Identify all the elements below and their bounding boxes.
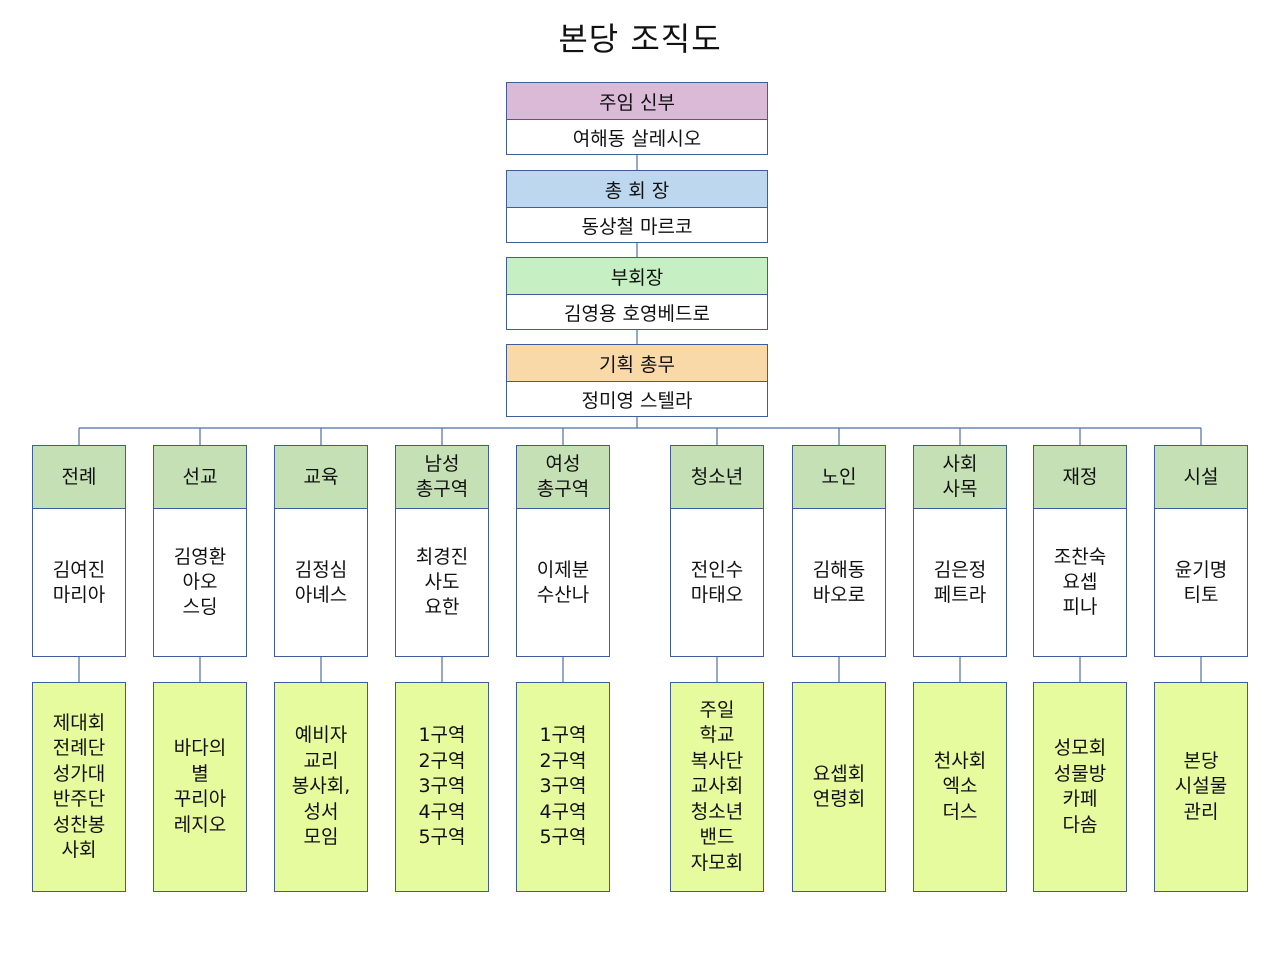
groups-finance: 성모회 성물방 카페 다솜 (1033, 682, 1127, 892)
dept-mission: 선교 김영환 아오 스딩 (153, 445, 247, 657)
pastor-name: 여해동 살레시오 (572, 127, 702, 150)
dept-header: 전례 (33, 446, 125, 509)
dept-head: 김여진 마리아 (52, 558, 106, 606)
dept-header: 사회 사목 (914, 446, 1006, 509)
dept-header: 청소년 (671, 446, 763, 509)
dept-head: 김정심 아녜스 (294, 558, 348, 606)
groups-youth: 주일 학교 복사단 교사회 청소년 밴드 자모회 (670, 682, 764, 892)
dept-head: 김해동 바오로 (812, 558, 866, 606)
groups-mission: 바다의 별 꾸리아 레지오 (153, 682, 247, 892)
dept-facilities: 시설 윤기명 티토 (1154, 445, 1248, 657)
dept-head: 전인수 마태오 (690, 558, 744, 606)
groups-facilities: 본당 시설물 관리 (1154, 682, 1248, 892)
dept-youth: 청소년 전인수 마태오 (670, 445, 764, 657)
groups-women-districts: 1구역 2구역 3구역 4구역 5구역 (516, 682, 610, 892)
groups-elderly: 요셉회 연령회 (792, 682, 886, 892)
dept-education: 교육 김정심 아녜스 (274, 445, 368, 657)
dept-head: 최경진 사도 요한 (415, 546, 469, 618)
president-box: 총 회 장 동상철 마르코 (506, 170, 768, 243)
dept-header: 선교 (154, 446, 246, 509)
dept-men-districts: 남성 총구역 최경진 사도 요한 (395, 445, 489, 657)
president-role: 총 회 장 (507, 171, 767, 208)
groups-liturgy: 제대회 전례단 성가대 반주단 성찬봉 사회 (32, 682, 126, 892)
dept-head: 조찬숙 요셉 피나 (1053, 546, 1107, 618)
dept-head: 윤기명 티토 (1174, 558, 1228, 606)
vice-president-name: 김영용 호영베드로 (564, 302, 710, 325)
dept-elderly: 노인 김해동 바오로 (792, 445, 886, 657)
president-name: 동상철 마르코 (581, 215, 693, 238)
pastor-role: 주임 신부 (507, 83, 767, 120)
general-affairs-box: 기획 총무 정미영 스텔라 (506, 344, 768, 417)
dept-social-ministry: 사회 사목 김은정 페트라 (913, 445, 1007, 657)
dept-header: 남성 총구역 (396, 446, 488, 509)
general-affairs-role: 기획 총무 (507, 345, 767, 382)
general-affairs-name: 정미영 스텔라 (581, 389, 693, 412)
dept-women-districts: 여성 총구역 이제분 수산나 (516, 445, 610, 657)
dept-header: 교육 (275, 446, 367, 509)
groups-education: 예비자 교리 봉사회, 성서 모임 (274, 682, 368, 892)
dept-header: 노인 (793, 446, 885, 509)
groups-social-ministry: 천사회 엑소 더스 (913, 682, 1007, 892)
pastor-box: 주임 신부 여해동 살레시오 (506, 82, 768, 155)
dept-header: 재정 (1034, 446, 1126, 509)
vice-president-box: 부회장 김영용 호영베드로 (506, 257, 768, 330)
vice-president-role: 부회장 (507, 258, 767, 295)
dept-header: 시설 (1155, 446, 1247, 509)
dept-finance: 재정 조찬숙 요셉 피나 (1033, 445, 1127, 657)
dept-head: 이제분 수산나 (536, 558, 590, 606)
dept-head: 김영환 아오 스딩 (173, 546, 227, 618)
groups-men-districts: 1구역 2구역 3구역 4구역 5구역 (395, 682, 489, 892)
dept-head: 김은정 페트라 (933, 558, 987, 606)
chart-title: 본당 조직도 (558, 20, 722, 58)
dept-header: 여성 총구역 (517, 446, 609, 509)
dept-liturgy: 전례 김여진 마리아 (32, 445, 126, 657)
